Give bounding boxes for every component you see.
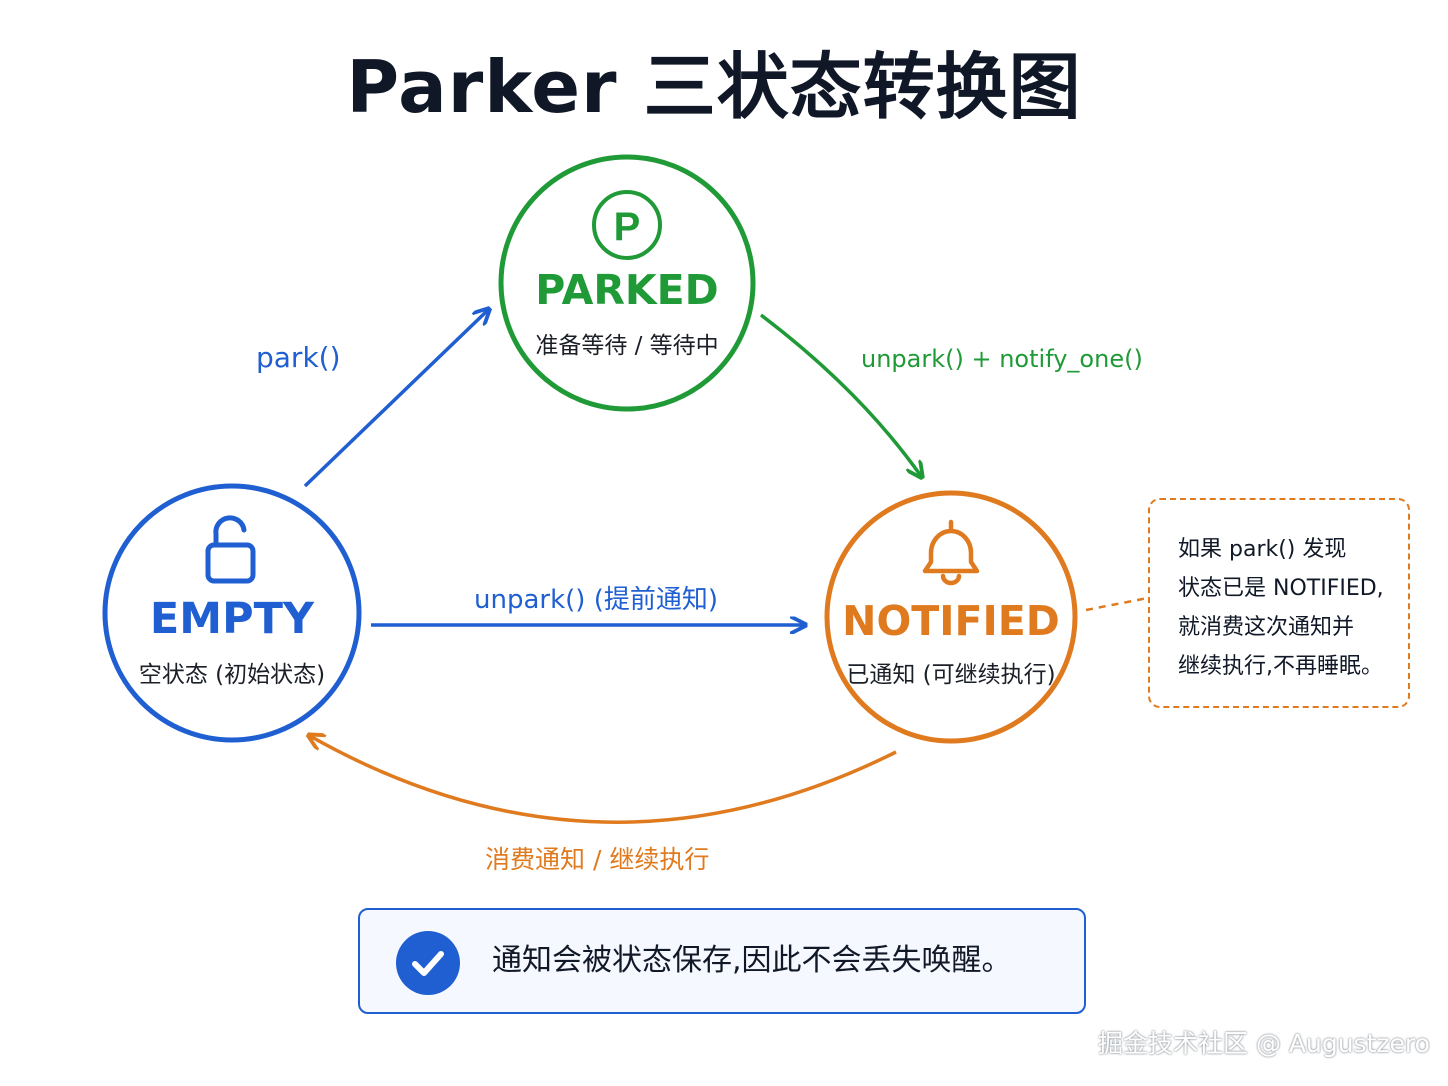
notified-state-title: NOTIFIED <box>842 597 1060 645</box>
empty-state-title: EMPTY <box>149 594 315 644</box>
svg-text:P: P <box>614 205 641 249</box>
notified-state-circle <box>824 490 1078 744</box>
side-note-line: 状态已是 NOTIFIED, <box>1178 576 1384 601</box>
diagram-title: Parker 三状态转换图 <box>346 45 1082 129</box>
summary-callout: 通知会被状态保存,因此不会丢失唤醒。 <box>358 908 1086 1014</box>
parking-circle-icon: P <box>592 190 662 260</box>
notified-state-subtitle: 已通知 (可继续执行) <box>846 662 1056 688</box>
bell-icon <box>922 519 980 586</box>
unlocked-padlock-icon <box>205 515 256 584</box>
side-note: 如果 park() 发现 状态已是 NOTIFIED, 就消费这次通知并 继续执… <box>1148 498 1410 708</box>
edge-park-label: park() <box>256 341 341 374</box>
parked-state-circle <box>498 154 756 412</box>
side-note-line: 就消费这次通知并 <box>1178 615 1355 640</box>
edge-consume-arrow <box>310 736 897 824</box>
watermark: 掘金技术社区 @ Augustzero <box>1098 1029 1430 1058</box>
edge-unpark-notify-label: unpark() + notify_one() <box>861 345 1143 373</box>
edge-unpark-early-label: unpark() (提前通知) <box>474 585 718 615</box>
edge-consume-label: 消费通知 / 继续执行 <box>485 845 710 874</box>
edge-park-arrow <box>303 310 488 488</box>
summary-callout-text: 通知会被状态保存,因此不会丢失唤醒。 <box>492 943 1012 978</box>
empty-state-subtitle: 空状态 (初始状态) <box>138 662 326 688</box>
side-note-text: 如果 park() 发现 状态已是 NOTIFIED, 就消费这次通知并 继续执… <box>1178 530 1408 686</box>
note-connector <box>1085 596 1149 612</box>
empty-state-circle <box>102 483 362 743</box>
edge-unpark-notify-arrow <box>759 313 921 476</box>
check-circle-icon <box>396 931 460 995</box>
side-note-line: 继续执行,不再睡眠。 <box>1178 654 1383 679</box>
parked-state-subtitle: 准备等待 / 等待中 <box>535 333 719 359</box>
parked-state-title: PARKED <box>535 266 719 314</box>
side-note-line: 如果 park() 发现 <box>1178 537 1347 562</box>
